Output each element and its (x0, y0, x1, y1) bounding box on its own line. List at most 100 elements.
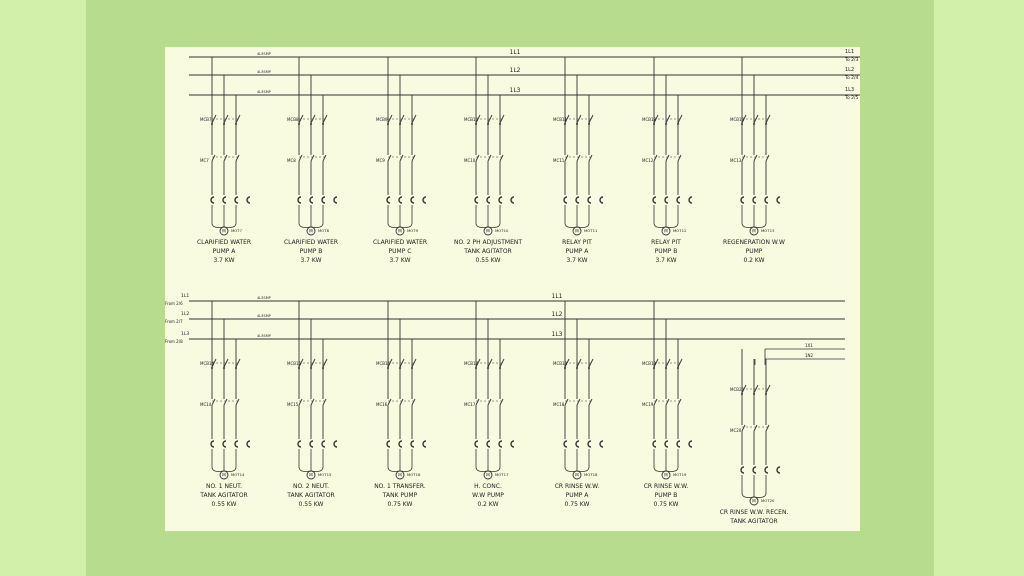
overload-element (486, 440, 491, 448)
contactor-contact (211, 398, 216, 406)
motor-tag: MOT8 (318, 228, 330, 233)
breaker-tag: 4L3SMP (257, 296, 271, 300)
motor-symbol (572, 226, 582, 236)
circuit-power: 3.7 KW (566, 257, 587, 264)
overload-element (474, 440, 479, 448)
breaker-dot (665, 367, 667, 369)
motor-feed (387, 205, 401, 228)
motor-glyph: M (309, 229, 313, 234)
breaker-dot (741, 393, 743, 395)
busbar-label: 1L2 (552, 311, 563, 318)
motor-feed (399, 205, 413, 228)
busbar-start-ref: From 2/6 (165, 301, 183, 306)
circuit-power: 0.55 KW (212, 501, 237, 508)
contactor-contact (765, 154, 770, 162)
contactor-contact (499, 398, 504, 406)
breaker-dot (399, 123, 401, 125)
breaker-dot (235, 123, 237, 125)
overload-element (664, 196, 669, 204)
breaker-dot (499, 367, 501, 369)
busbar-end-label: 1L1 (845, 49, 854, 55)
circuit-power: 0.75 KW (388, 501, 413, 508)
circuit-name-line: PUMP A (566, 248, 590, 255)
breaker-dot (677, 123, 679, 125)
breaker-dot (399, 367, 401, 369)
contactor-contact (765, 424, 770, 432)
circuit-name-line: PUMP (746, 248, 763, 255)
overload-element (575, 440, 580, 448)
contactor-contact (576, 154, 581, 162)
contactor-contact (753, 154, 758, 162)
circuit-name-line: PUMP B (300, 248, 323, 255)
motor-tag: MOT14 (231, 472, 245, 477)
motor-tag: MOT11 (584, 228, 598, 233)
overload-element (599, 440, 604, 448)
motor-feed (741, 475, 755, 498)
overload-element (234, 196, 239, 204)
contactor-contact (322, 398, 327, 406)
motor-glyph: M (398, 229, 402, 234)
breaker-label: MCB17 (464, 361, 479, 366)
motor-tag: MOT17 (495, 472, 509, 477)
motor-glyph: M (486, 229, 490, 234)
overload-element (599, 196, 604, 204)
circuit-name-line: CR RINSE W.W. (644, 483, 689, 490)
contactor-label: MC16 (376, 402, 388, 407)
contactor-contact (677, 154, 682, 162)
contactor-contact (499, 154, 504, 162)
circuit-name-line: REGENERATION W.W (723, 239, 785, 246)
overload-element (297, 440, 302, 448)
contactor-contact (399, 398, 404, 406)
busbar-start-label: 1L3 (181, 331, 189, 337)
breaker-label: MCB14 (200, 361, 215, 366)
overload-element (688, 440, 693, 448)
circuit-name-line: NO. 2 PH ADJUSTMENT (454, 239, 522, 246)
contactor-contact (298, 398, 303, 406)
breaker-dot (475, 123, 477, 125)
circuit-power: 0.75 KW (654, 501, 679, 508)
motor-feed (564, 449, 578, 472)
breaker-dot (765, 393, 767, 395)
busbar-end-label: 1L3 (845, 87, 854, 93)
breaker-dot (235, 367, 237, 369)
motor-glyph: M (752, 229, 756, 234)
busbar-end-label: 1L2 (845, 67, 854, 73)
motor-feed (310, 449, 324, 472)
circuit-name-line: PUMP B (655, 492, 678, 499)
busbar-label: 1L2 (510, 67, 521, 74)
overload-element (664, 440, 669, 448)
overload-element (587, 440, 592, 448)
circuit-name-line: TANK PUMP (382, 492, 418, 499)
breaker-label: MCB7 (200, 117, 212, 122)
overload-element (676, 440, 681, 448)
contactor-contact (665, 398, 670, 406)
overload-element (688, 196, 693, 204)
overload-element (297, 196, 302, 204)
motor-symbol (395, 470, 405, 480)
aux-label: 1X1 (805, 343, 813, 348)
motor-feed (665, 449, 679, 472)
busbar-label: 1L1 (552, 293, 563, 300)
overload-element (309, 440, 314, 448)
circuit-name-line: RELAY PIT (562, 239, 592, 246)
motor-glyph: M (664, 229, 668, 234)
circuit-power: 0.75 KW (565, 501, 590, 508)
overload-element (222, 440, 227, 448)
motor-tag: MOT16 (407, 472, 421, 477)
breaker-dot (487, 367, 489, 369)
breaker-dot (564, 367, 566, 369)
contactor-label: MC18 (553, 402, 565, 407)
overload-element (740, 466, 745, 474)
contactor-contact (322, 154, 327, 162)
